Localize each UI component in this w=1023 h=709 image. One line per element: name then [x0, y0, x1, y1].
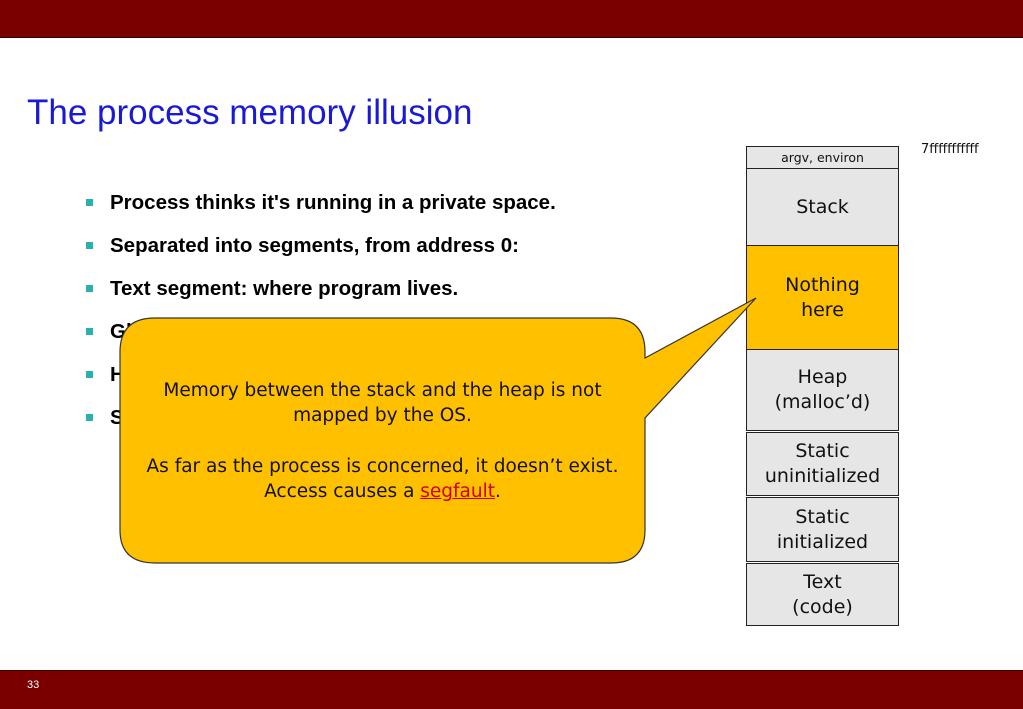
bullet-item: Text segment: where program lives. — [86, 274, 556, 317]
callout-line-1: Memory between the stack and the heap is… — [163, 380, 602, 426]
callout-line-2-text: As far as the process is concerned, it d… — [146, 456, 619, 502]
bottom-bar: 33 — [0, 670, 1023, 709]
bullet-square-icon — [86, 285, 93, 292]
bullet-list: Process thinks it's running in a private… — [86, 188, 556, 446]
segfault-link[interactable]: segfault — [420, 481, 496, 502]
memory-map: argv, environ Stack Nothing here Heap (m… — [746, 146, 899, 626]
bullet-square-icon — [86, 328, 93, 335]
bullet-text: Separated into segments, from address 0: — [110, 234, 519, 257]
segment-heap: Heap (malloc’d) — [746, 349, 899, 431]
bullet-text: Process thinks it's running in a private… — [110, 191, 556, 214]
top-bar — [0, 0, 1023, 38]
bullet-square-icon — [86, 199, 93, 206]
segment-static-uninitialized: Static uninitialized — [746, 432, 899, 496]
callout-text: Memory between the stack and the heap is… — [130, 378, 635, 504]
callout-line-2: As far as the process is concerned, it d… — [130, 454, 635, 504]
segment-argv-environ: argv, environ — [746, 146, 899, 169]
bullet-item: Separated into segments, from address 0: — [86, 231, 556, 274]
callout-line-2-end: . — [495, 481, 501, 502]
segment-static-initialized: Static initialized — [746, 497, 899, 562]
bullet-square-icon — [86, 414, 93, 421]
slide-number: 33 — [27, 679, 40, 691]
bullet-square-icon — [86, 242, 93, 249]
top-address-label: 7fffffffffff — [921, 142, 979, 157]
callout-shape — [119, 297, 757, 564]
bullet-text: Text segment: where program lives. — [110, 277, 459, 300]
bullet-square-icon — [86, 371, 93, 378]
slide-title: The process memory illusion — [27, 93, 473, 132]
segment-stack: Stack — [746, 168, 899, 246]
segment-nothing-here: Nothing here — [746, 245, 899, 350]
bullet-item: Process thinks it's running in a private… — [86, 188, 556, 231]
segment-text-code: Text (code) — [746, 563, 899, 626]
callout-spacer — [130, 428, 635, 454]
